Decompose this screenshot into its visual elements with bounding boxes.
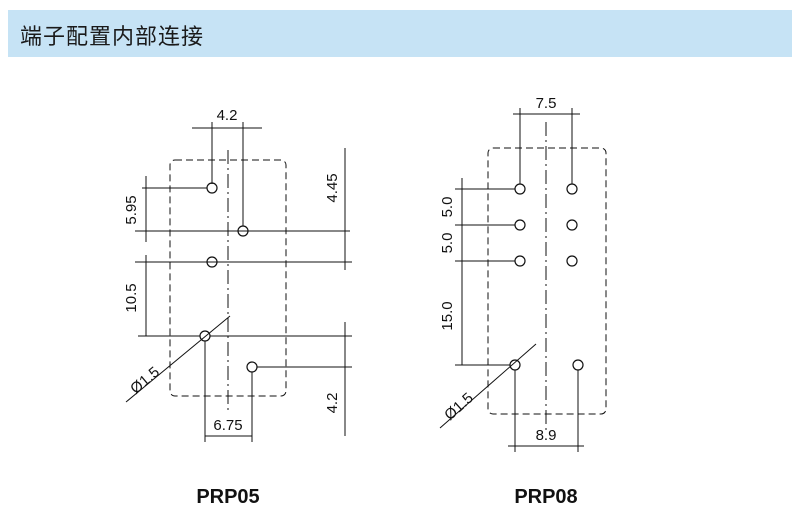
prp05-dim-top: 4.2 [192,107,262,226]
prp08-dim-left: 5.0 5.0 15.0 [439,178,515,366]
prp08-outline [487,147,607,415]
prp05-dim-right: 4.45 4.2 [210,148,352,436]
prp08-dim-left-b-label: 5.0 [439,233,456,254]
prp05-dim-left-a-label: 5.95 [123,195,140,224]
prp08-drawing: 7.5 5.0 5.0 15.0 8.9 Ø1.5 PRP08 [439,95,607,508]
prp08-dim-hole-label: Ø1.5 [441,389,477,423]
prp05-dim-right-b-label: 4.2 [324,393,341,414]
prp08-pin [566,183,578,195]
prp08-pin [566,219,578,231]
prp05-model-label: PRP05 [196,486,259,508]
prp08-dim-left-c-label: 15.0 [439,301,456,330]
prp08-dim-hole: Ø1.5 [439,343,537,429]
prp08-dim-top-label: 7.5 [536,95,557,112]
prp08-pin [514,219,526,231]
prp08-pin [572,359,584,371]
prp08-dim-top: 7.5 [513,95,580,184]
section-header: 端子配置内部连接 [8,10,792,57]
section-title: 端子配置内部连接 [20,25,205,50]
prp05-dim-top-label: 4.2 [217,107,238,124]
prp05-pin [246,361,258,373]
prp05-drawing: 4.2 5.95 10.5 4.45 4.2 6.75 [123,107,352,508]
prp05-dim-left: 5.95 10.5 [123,176,352,337]
prp08-dim-left-a-label: 5.0 [439,197,456,218]
prp08-pin [514,255,526,267]
prp05-dim-hole-label: Ø1.5 [127,364,163,398]
prp08-pin [566,255,578,267]
prp08-pin [514,183,526,195]
prp08-dim-bottom: 8.9 [508,370,584,452]
prp05-pin [206,182,218,194]
prp05-dim-left-b-label: 10.5 [123,283,140,312]
prp05-dim-bottom-label: 6.75 [213,417,242,434]
prp05-dim-hole: Ø1.5 [125,315,231,403]
prp08-dim-bottom-label: 8.9 [536,427,557,444]
prp05-dim-bottom: 6.75 [204,341,253,442]
prp08-model-label: PRP08 [514,486,577,508]
prp05-dim-right-a-label: 4.45 [324,173,341,202]
